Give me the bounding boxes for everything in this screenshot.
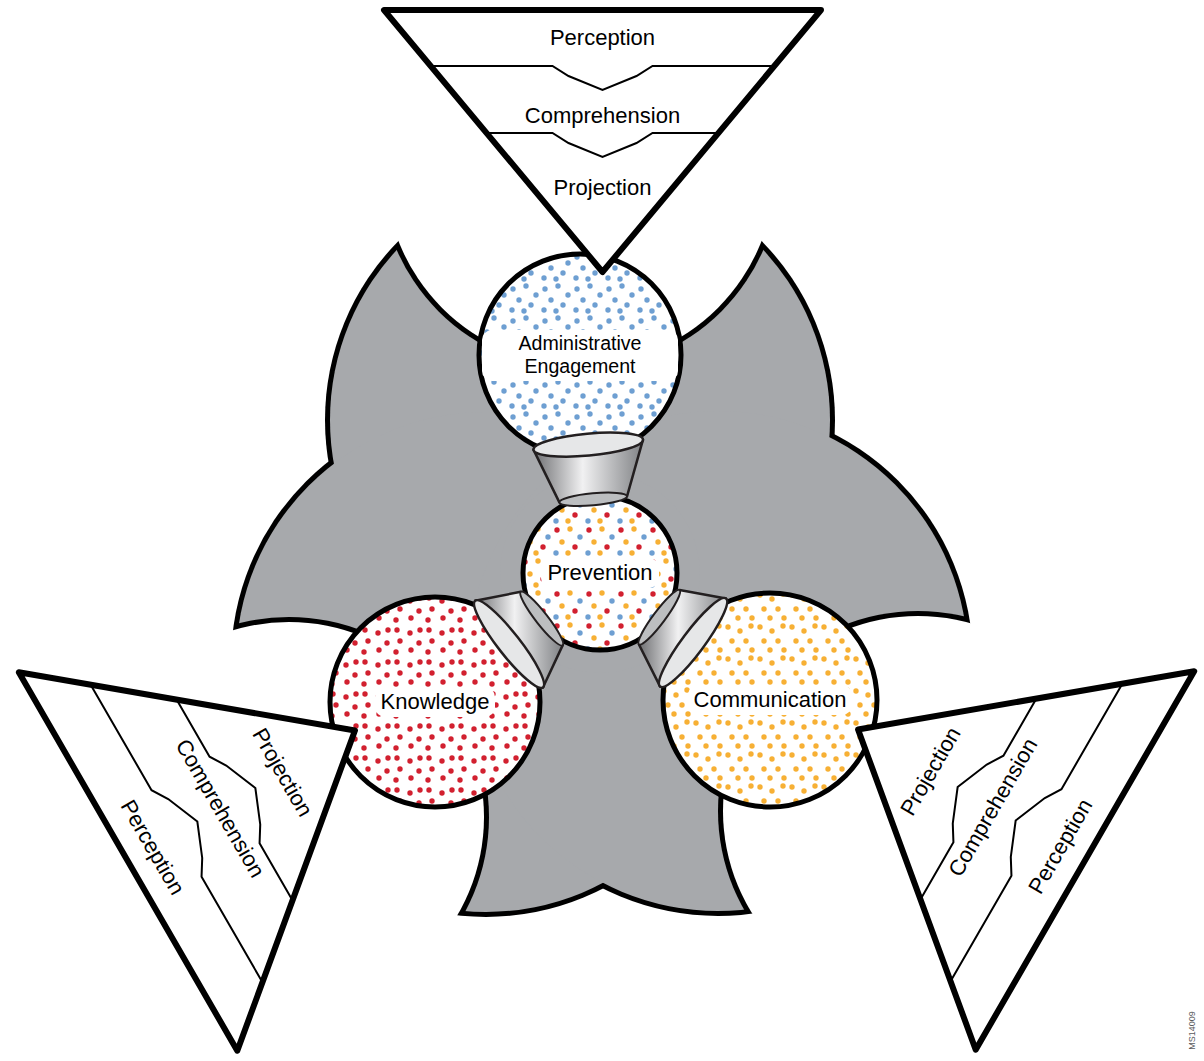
- funnel-body: [533, 440, 643, 503]
- stage-arrow: [488, 133, 718, 157]
- funnel-connector: [467, 588, 568, 694]
- stage-label: Projection: [554, 175, 652, 201]
- circle-node: Administrative Engagement: [476, 251, 684, 459]
- funnel-body: [639, 590, 726, 687]
- triangle-shape: [748, 540, 1193, 1049]
- funnel-neck: [559, 490, 628, 508]
- funnel-connector: [634, 586, 735, 693]
- symbol-outline: [231, 165, 973, 917]
- funnel-body: [475, 592, 562, 688]
- stage-label: Comprehension: [525, 103, 680, 129]
- circle-label: Knowledge: [375, 687, 496, 717]
- circle-node: Knowledge: [327, 594, 543, 810]
- funnel-neck: [634, 586, 684, 648]
- triangle-shape: [18, 541, 463, 1050]
- funnel-rim: [532, 429, 644, 461]
- circle-node: Communication: [660, 590, 880, 810]
- funnel-connector: [532, 429, 644, 509]
- stage-label: Perception: [550, 25, 655, 51]
- stage-arrow: [91, 674, 282, 981]
- stage-arrow: [432, 66, 772, 90]
- funnel-rim: [467, 594, 552, 694]
- circle-label: Communication: [688, 685, 853, 715]
- dotted-circle: [663, 593, 877, 807]
- figure-id: MS14009: [1186, 1011, 1197, 1050]
- dotted-circle: [479, 254, 681, 456]
- dotted-circle: [523, 496, 677, 650]
- dotted-circle: [330, 597, 540, 807]
- circle-label: Prevention: [541, 558, 658, 588]
- triangle-shape: [384, 10, 821, 272]
- funnel-rim: [651, 592, 734, 693]
- triangle-node: PerceptionComprehensionProjection: [380, 6, 825, 276]
- symbol-body: [236, 170, 968, 912]
- circle-node: Prevention: [520, 493, 680, 653]
- circle-label: Administrative Engagement: [482, 330, 678, 381]
- funnel-neck: [516, 588, 567, 649]
